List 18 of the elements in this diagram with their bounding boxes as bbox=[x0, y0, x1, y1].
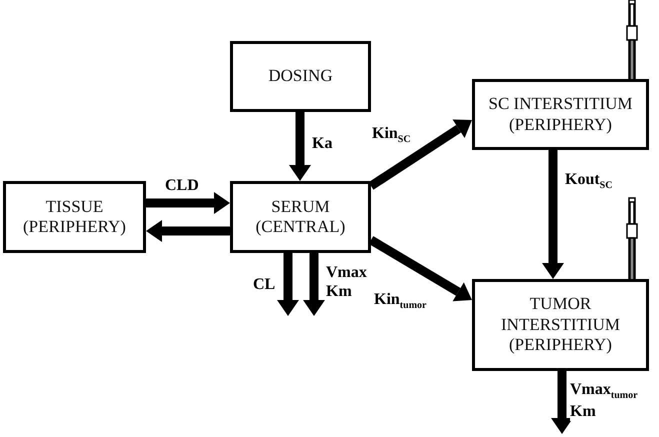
compartment-name: TISSUE (PERIPHERY) bbox=[22, 196, 127, 238]
compartment-name: SERUM (CENTRAL) bbox=[254, 196, 346, 238]
arrow bbox=[542, 150, 564, 279]
arrow bbox=[303, 253, 325, 316]
compartment-box bbox=[3, 181, 146, 253]
compartment-name: SC INTERSTITIUM (PERIPHERY) bbox=[487, 94, 634, 135]
arrow bbox=[146, 220, 230, 242]
arrow bbox=[146, 192, 230, 214]
arrow bbox=[368, 120, 472, 190]
compartment-box bbox=[472, 279, 649, 371]
compartment-name: TUMOR INTERSTITIUM (PERIPHERY) bbox=[500, 294, 621, 356]
compartment-box bbox=[230, 41, 371, 112]
arrow bbox=[551, 371, 573, 434]
compartment-box bbox=[472, 79, 649, 150]
arrow bbox=[289, 112, 311, 181]
compartment-name: DOSING bbox=[268, 66, 333, 87]
compartment-box bbox=[230, 181, 371, 253]
arrow bbox=[277, 253, 299, 316]
